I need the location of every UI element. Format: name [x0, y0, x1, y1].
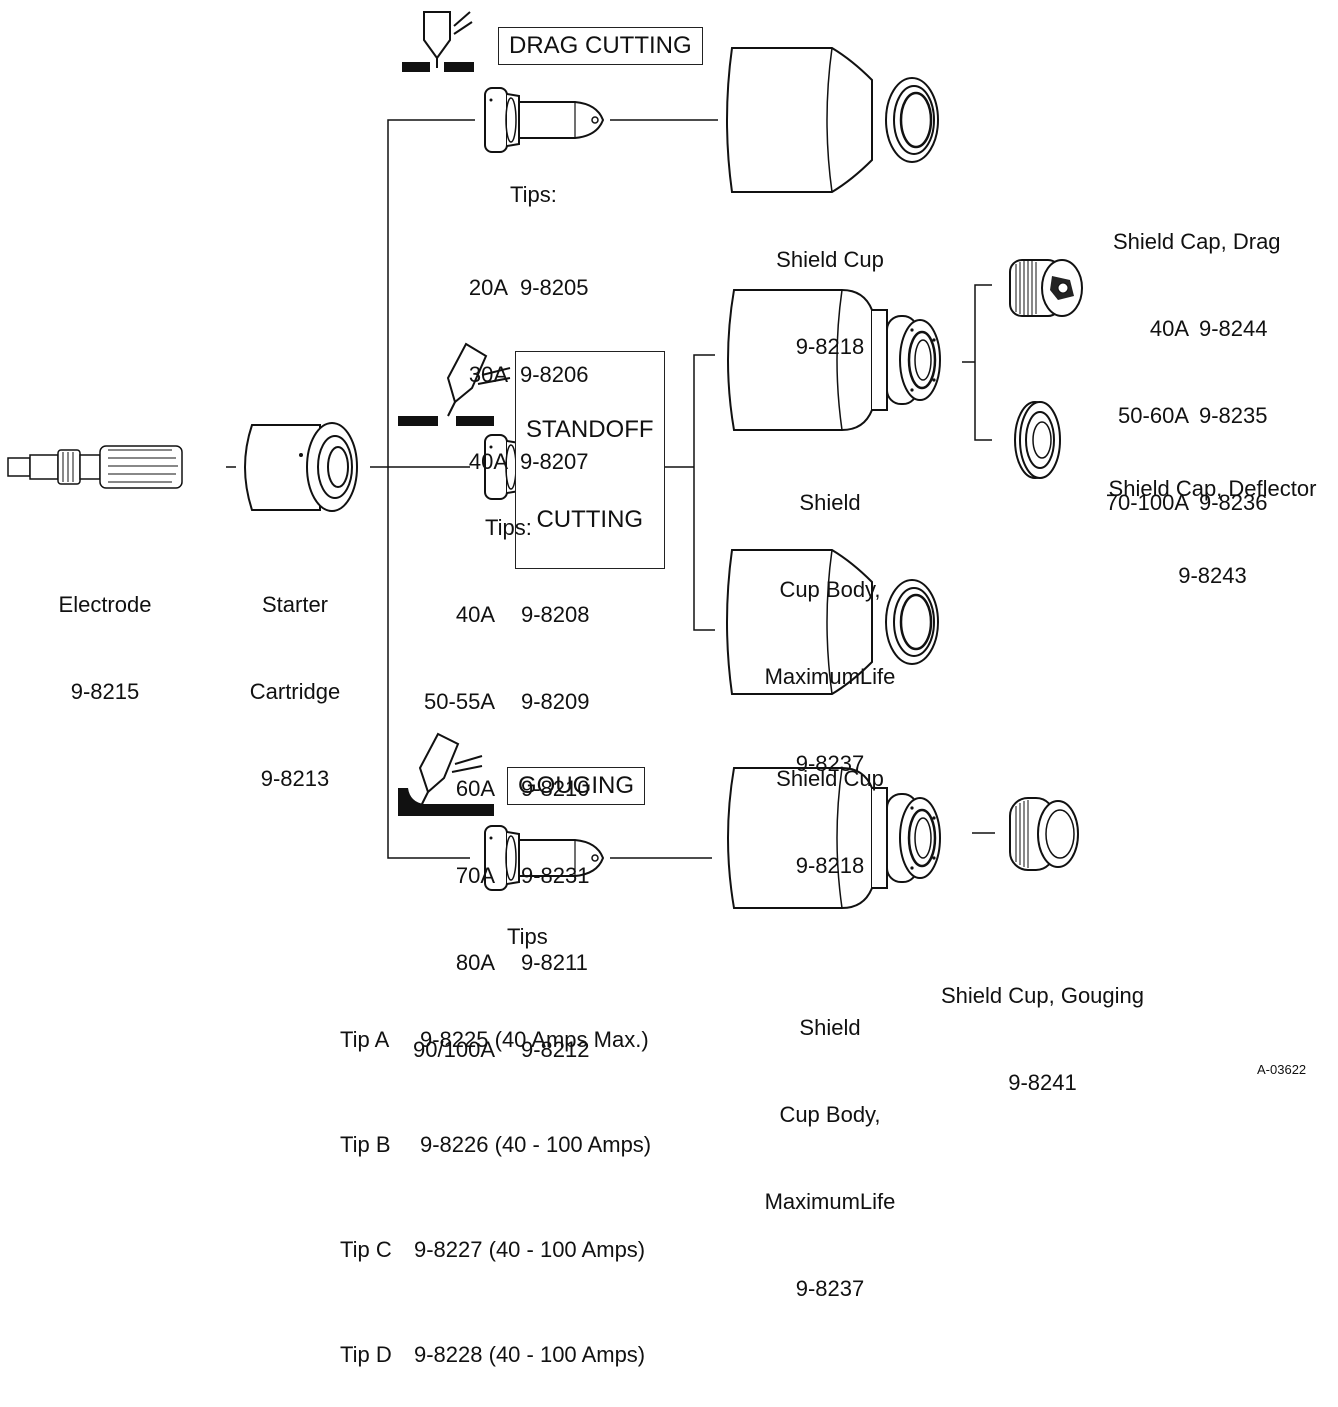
- cup-body-mid-label: Shield Cup Body, MaximumLife 9-8237: [755, 430, 905, 807]
- cup-body-bottom-line1: Shield: [799, 1015, 861, 1040]
- starter-label: Starter Cartridge 9-8213: [230, 532, 360, 822]
- starter-part-number: 9-8213: [260, 766, 330, 791]
- shield-cap-deflector-part-icon: [1014, 401, 1061, 479]
- cup-body-mid-part-number: 9-8237: [795, 751, 865, 776]
- parts-diagram-art: [7, 11, 1083, 910]
- starter-line2: Cartridge: [249, 679, 341, 704]
- cup-body-bottom-label: Shield Cup Body, MaximumLife 9-8237: [755, 955, 905, 1332]
- shield-cup-gouging-label: Shield Cup, Gouging 9-8241: [925, 923, 1160, 1126]
- cup-body-mid-line2: Cup Body,: [779, 577, 881, 602]
- cup-body-bottom-part-number: 9-8237: [795, 1276, 865, 1301]
- shield-cup-top-name: Shield Cup: [776, 247, 884, 272]
- shield-cap-drag-part-icon: [1009, 259, 1083, 317]
- section-standoff-line2: CUTTING: [536, 506, 644, 533]
- shield-cap-deflector-label: Shield Cap, Deflector 9-8243: [1095, 416, 1330, 619]
- starter-cartridge-part-icon: [244, 422, 358, 512]
- section-gouging: GOUGING: [507, 767, 646, 805]
- drag-tip-part-icon: [484, 87, 604, 153]
- cup-body-bottom-line3: MaximumLife: [764, 1189, 896, 1214]
- shield-cup-mid-label: Shield Cup 9-8218: [760, 706, 900, 909]
- gouging-tips-heading: Tips: [507, 924, 548, 949]
- shield-cup-top-part-icon: [725, 46, 940, 194]
- cup-body-mid-line3: MaximumLife: [764, 664, 896, 689]
- drag-cutting-torch-icon: [402, 11, 474, 72]
- shield-cap-drag-title: Shield Cap, Drag: [1113, 229, 1281, 254]
- electrode-part-number: 9-8215: [70, 679, 140, 704]
- figure-id: A-03622: [1257, 1062, 1307, 1077]
- shield-cup-gouging-name: Shield Cup, Gouging: [940, 983, 1145, 1008]
- shield-cup-mid-name: Shield Cup: [776, 766, 884, 791]
- shield-cup-mid-part-number: 9-8218: [795, 853, 865, 878]
- section-drag-cutting: DRAG CUTTING: [498, 27, 703, 65]
- standoff-cutting-torch-icon: [398, 342, 511, 426]
- shield-cup-gouging-part-number: 9-8241: [1008, 1070, 1077, 1095]
- section-standoff-cutting: STANDOFF CUTTING: [515, 351, 665, 569]
- shield-cup-top-part-number: 9-8218: [795, 334, 865, 359]
- electrode-name: Electrode: [58, 592, 152, 617]
- shield-cap-deflector-name: Shield Cap, Deflector: [1108, 476, 1317, 501]
- cup-body-bottom-line2: Cup Body,: [779, 1102, 881, 1127]
- electrode-part-icon: [7, 445, 183, 489]
- shield-cup-top-label: Shield Cup 9-8218: [760, 187, 900, 390]
- gouging-torch-icon: [398, 732, 494, 816]
- drag-tips-heading: Tips:: [510, 182, 557, 207]
- cup-body-mid-line1: Shield: [799, 490, 861, 515]
- shield-cap-deflector-part-number: 9-8243: [1178, 563, 1247, 588]
- electrode-label: Electrode 9-8215: [40, 532, 170, 735]
- shield-cup-gouging-part-icon: [1009, 797, 1079, 871]
- section-standoff-line1: STANDOFF: [526, 416, 654, 443]
- starter-line1: Starter: [261, 592, 329, 617]
- standoff-tips-heading: Tips:: [485, 515, 532, 540]
